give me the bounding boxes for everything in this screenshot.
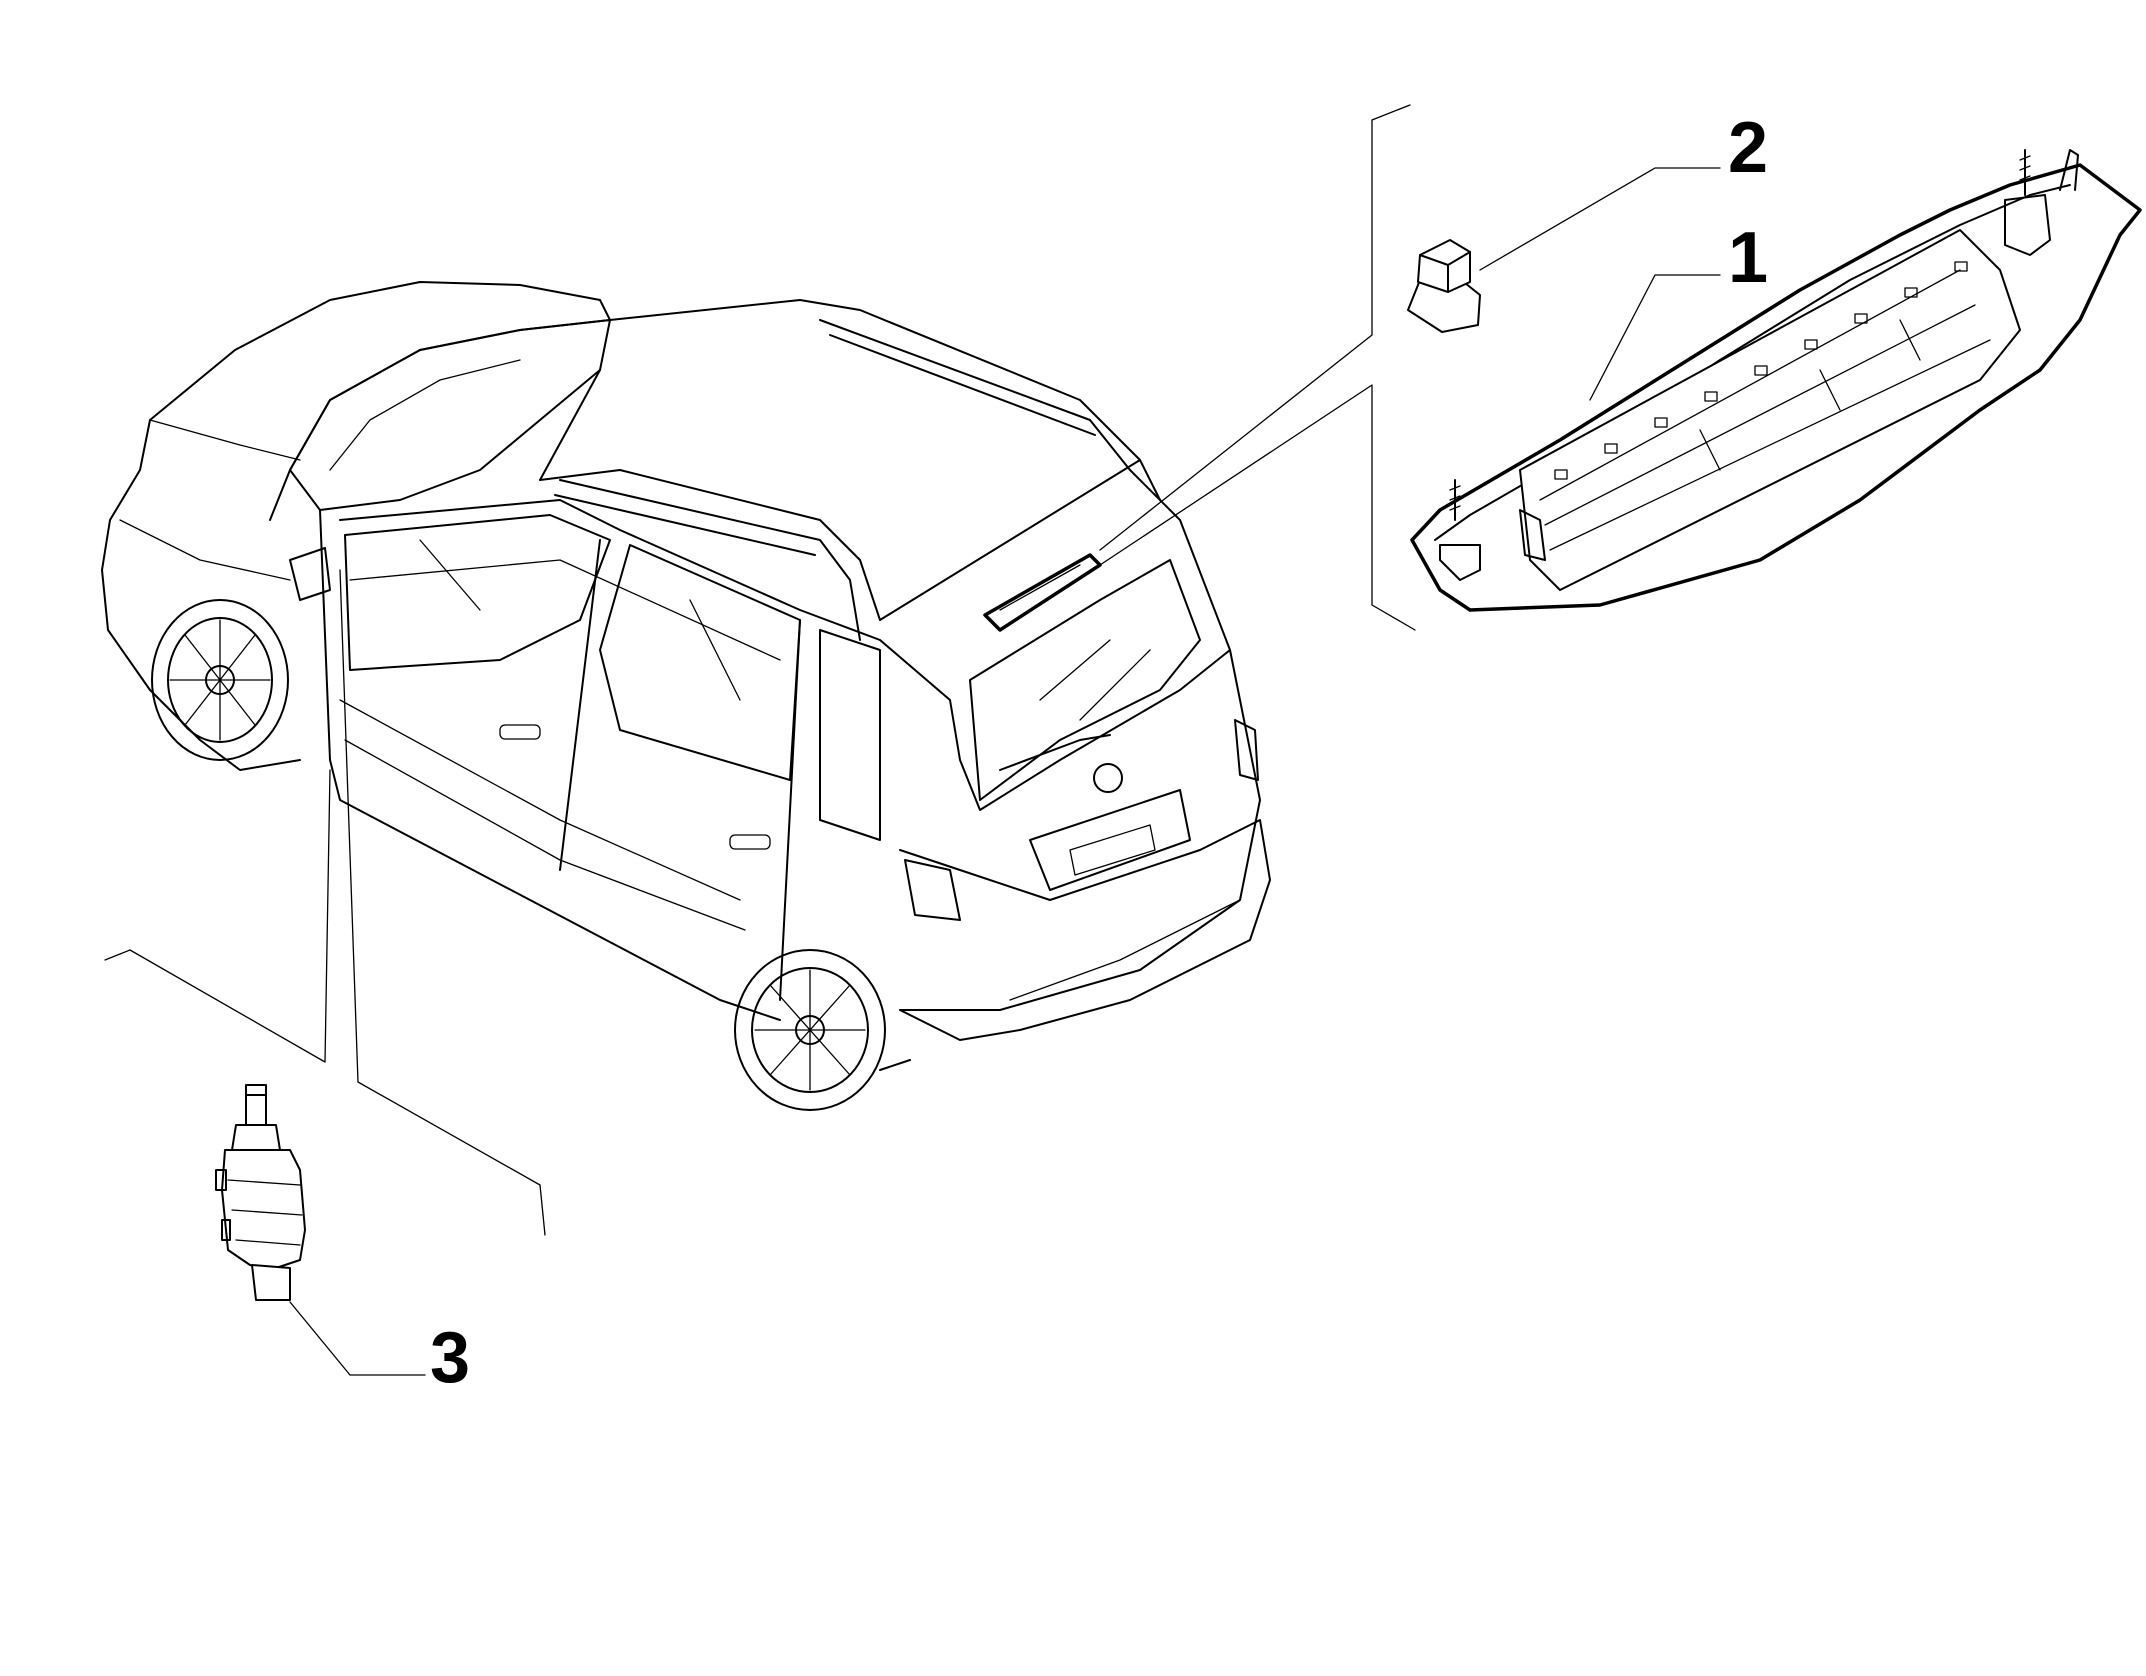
callout-part-3: 3 [430,1318,471,1398]
callout-part-1: 1 [1728,218,1769,298]
led-pads [1554,261,1968,480]
third-brake-light-icon [1410,149,2142,612]
car-illustration [101,281,1271,1111]
callout-part-2: 2 [1728,108,1769,188]
leader-lines [104,104,1721,1376]
stop-light-switch-icon [215,1084,306,1301]
plug-cap-icon [1407,239,1481,333]
